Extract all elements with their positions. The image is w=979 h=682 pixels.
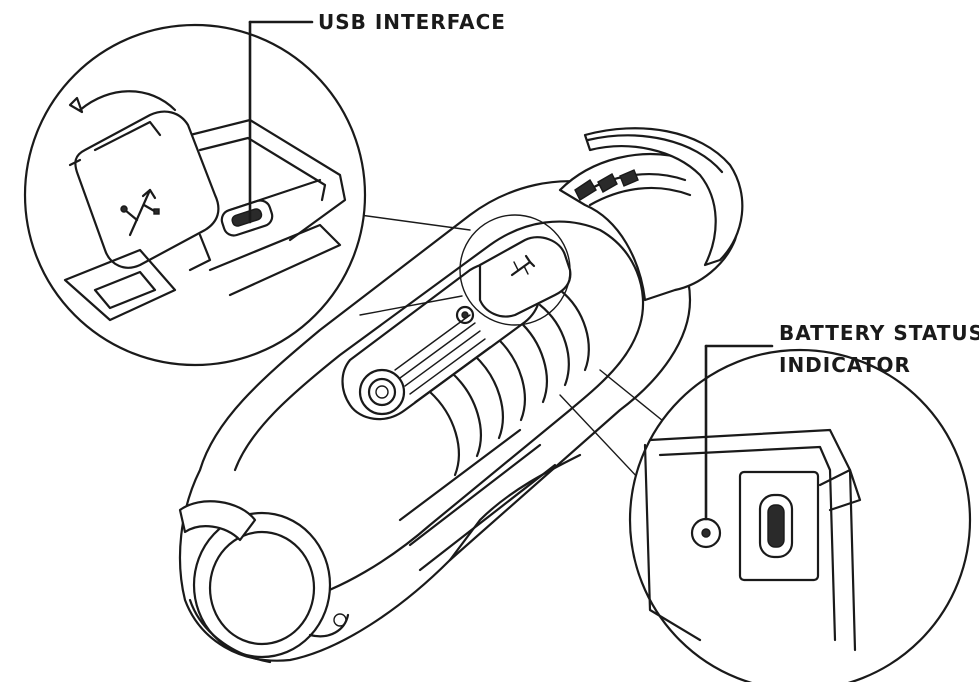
usb-port-icon: [220, 199, 274, 237]
usb-icon: [120, 188, 160, 237]
battery-callout-leader: [704, 344, 774, 521]
usb-interface-label: USB INTERFACE: [318, 10, 506, 34]
usb-callout-leader: [248, 20, 314, 224]
usb-zoom-detail: [23, 23, 571, 367]
battery-zoom-detail: [559, 348, 972, 682]
thermal-monocular-body: [178, 127, 744, 664]
usb-port-icon: [738, 470, 820, 582]
battery-status-label-line1: BATTERY STATUS: [779, 321, 979, 345]
power-button-icon: [358, 368, 406, 416]
battery-status-label-line2: INDICATOR: [779, 353, 911, 377]
usb-icon: [510, 254, 536, 277]
